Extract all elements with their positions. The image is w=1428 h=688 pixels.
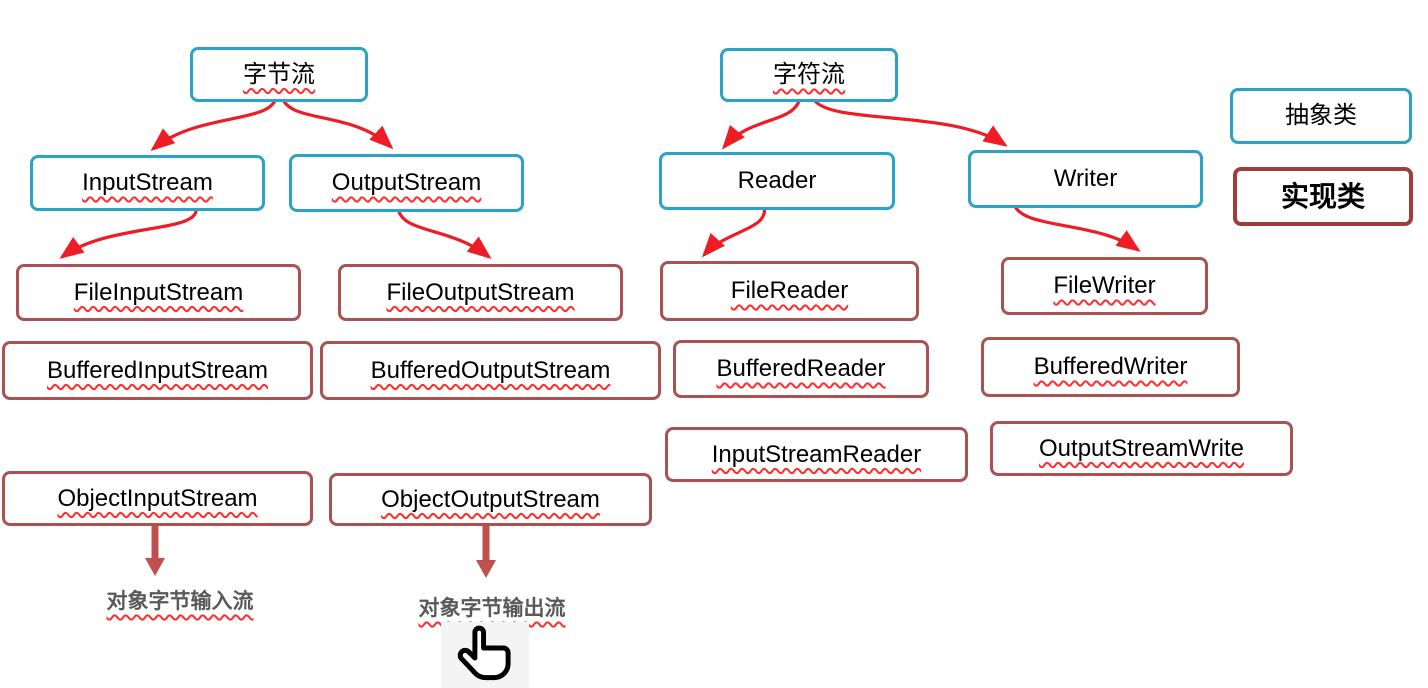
arrow-reader-filereader xyxy=(701,205,767,258)
node-inputstreamreader: InputStreamReader xyxy=(665,427,968,482)
legend-implementation-class-label: 实现类 xyxy=(1280,180,1365,212)
arrow-writer-filewriter xyxy=(1012,203,1141,252)
node-bufferedreader-label: BufferedReader xyxy=(716,355,886,382)
node-writer: Writer xyxy=(968,150,1203,208)
node-fileinputstream-label: FileInputStream xyxy=(73,278,244,306)
node-outputstreamwrite: OutputStreamWrite xyxy=(990,421,1293,476)
node-inputstreamreader-label: InputStreamReader xyxy=(711,440,922,468)
node-byte-stream: 字节流 xyxy=(190,47,368,102)
legend-implementation-class: 实现类 xyxy=(1233,167,1413,226)
arrow-inputstream-fileinputstream xyxy=(59,206,198,259)
node-outputstream: OutputStream xyxy=(289,154,524,212)
arrow-bytestream-inputstream xyxy=(150,96,278,152)
arrow-objectinputstream-caption xyxy=(145,524,165,576)
node-bufferedoutputstream-label: BufferedOutputStream xyxy=(370,356,611,384)
hand-pointer-icon xyxy=(457,625,511,681)
legend-abstract-class: 抽象类 xyxy=(1230,88,1412,144)
legend-abstract-class-label: 抽象类 xyxy=(1285,102,1357,129)
node-objectinputstream: ObjectInputStream xyxy=(2,471,313,526)
node-fileoutputstream-label: FileOutputStream xyxy=(386,278,575,306)
node-outputstreamwrite-label: OutputStreamWrite xyxy=(1039,434,1244,462)
node-char-stream: 字符流 xyxy=(720,48,898,102)
hand-cursor-background xyxy=(441,622,529,688)
node-bufferedreader: BufferedReader xyxy=(673,340,929,398)
arrow-charstream-writer xyxy=(811,97,1008,147)
arrow-bytestream-outputstream xyxy=(280,96,394,150)
caption-object-byte-input-stream: 对象字节输入流 xyxy=(106,590,254,613)
node-bufferedinputstream: BufferedInputStream xyxy=(2,341,313,400)
arrow-outputstream-fileoutputstream xyxy=(396,207,492,259)
node-objectinputstream-label: ObjectInputStream xyxy=(57,484,258,512)
node-bufferedwriter: BufferedWriter xyxy=(981,337,1240,397)
arrow-objectoutputstream-caption xyxy=(476,526,496,578)
node-reader-label: Reader xyxy=(737,167,817,194)
node-filereader: FileReader xyxy=(660,261,919,321)
node-bufferedinputstream-label: BufferedInputStream xyxy=(46,356,269,384)
node-char-stream-label: 字符流 xyxy=(773,61,845,88)
node-writer-label: Writer xyxy=(1053,165,1118,192)
node-byte-stream-label: 字节流 xyxy=(243,60,315,88)
node-fileinputstream: FileInputStream xyxy=(16,264,301,321)
node-bufferedwriter-label: BufferedWriter xyxy=(1033,353,1188,380)
node-filereader-label: FileReader xyxy=(730,277,849,304)
node-filewriter: FileWriter xyxy=(1001,257,1208,315)
node-bufferedoutputstream: BufferedOutputStream xyxy=(320,341,661,400)
node-objectoutputstream: ObjectOutputStream xyxy=(329,473,652,526)
node-fileoutputstream: FileOutputStream xyxy=(338,264,623,321)
node-inputstream-label: InputStream xyxy=(82,169,213,196)
node-outputstream-label: OutputStream xyxy=(331,169,482,196)
node-inputstream: InputStream xyxy=(30,155,265,211)
node-filewriter-label: FileWriter xyxy=(1053,272,1156,299)
arrow-charstream-reader xyxy=(721,97,802,150)
node-reader: Reader xyxy=(659,152,895,210)
caption-object-byte-output-stream: 对象字节输出流 xyxy=(418,597,566,620)
node-objectoutputstream-label: ObjectOutputStream xyxy=(381,485,600,513)
